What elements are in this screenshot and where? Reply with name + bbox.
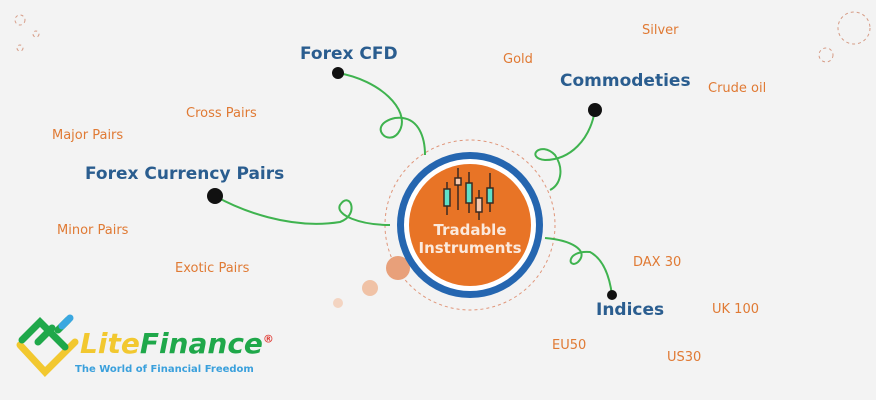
category-forex-currency-pairs: Forex Currency Pairs <box>85 164 285 184</box>
item-exotic-pairs: Exotic Pairs <box>175 261 250 276</box>
item-eu50: EU50 <box>552 338 587 353</box>
item-minor-pairs: Minor Pairs <box>57 223 129 238</box>
logo-registered: ® <box>262 332 274 346</box>
logo-wordmark: LiteFinance® <box>80 327 274 360</box>
logo-finance: Finance <box>139 327 263 360</box>
candlestick-icon <box>443 168 494 220</box>
category-forex-cfd: Forex CFD <box>300 44 398 64</box>
item-uk100: UK 100 <box>712 302 759 317</box>
logo-lite: Lite <box>80 327 140 360</box>
decor-dot <box>386 256 410 280</box>
item-dax30: DAX 30 <box>633 255 682 270</box>
item-us30: US30 <box>667 350 702 365</box>
center-line1: Tradable <box>433 221 507 239</box>
logo-tagline: The World of Financial Freedom <box>75 364 254 375</box>
item-cross-pairs: Cross Pairs <box>186 106 257 121</box>
item-major-pairs: Major Pairs <box>52 128 124 143</box>
item-gold: Gold <box>503 52 533 67</box>
category-commodities: Commodeties <box>560 71 691 91</box>
item-silver: Silver <box>642 23 679 38</box>
center-line2: Instruments <box>418 239 522 257</box>
logo-mark <box>16 314 79 378</box>
item-crude-oil: Crude oil <box>708 81 767 96</box>
category-indices: Indices <box>596 300 665 320</box>
endpoint-dots <box>207 67 617 300</box>
